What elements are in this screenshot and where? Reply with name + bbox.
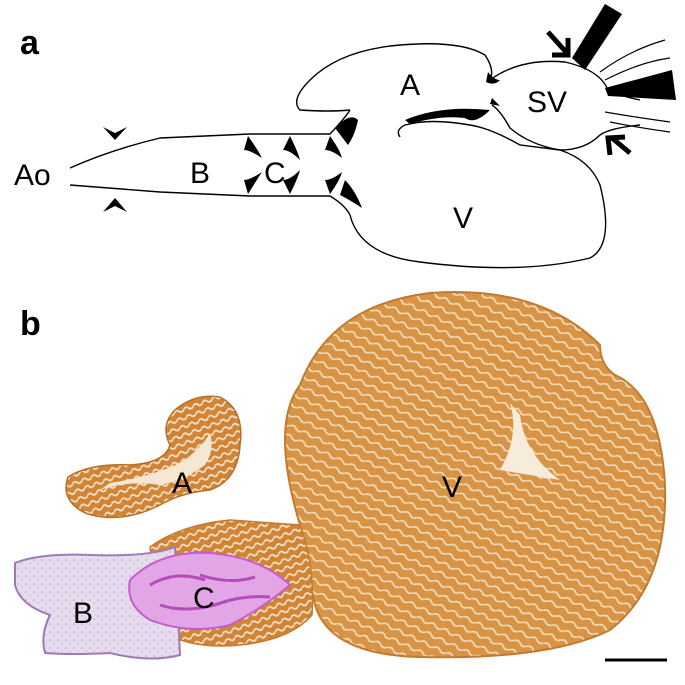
conus-valve-row-2 <box>244 170 342 194</box>
vein-wedge-top <box>572 4 622 70</box>
av-valve <box>335 117 362 208</box>
atrium-lumen <box>100 433 212 490</box>
label-v: V <box>453 202 473 235</box>
bulbus-outline <box>69 109 351 216</box>
panel-b-letter: b <box>20 305 41 343</box>
histology-section: b A V B C <box>14 291 667 662</box>
label-sv: SV <box>527 86 567 119</box>
sinoatrial-valve <box>405 72 500 124</box>
ventricle-lumen <box>500 403 560 480</box>
arrow-top-left <box>546 30 571 58</box>
vein-lines <box>599 39 671 133</box>
conus-valve-row-1 <box>244 136 342 160</box>
vein-wedge-right <box>605 70 676 100</box>
panel-a-schematic: a Ao B C A SV V <box>0 0 685 285</box>
ventricle-tissue <box>284 291 667 659</box>
atrium-outline <box>296 43 493 112</box>
atrium-tissue <box>65 395 242 519</box>
label-v: V <box>442 471 462 504</box>
conus-valve-tissue <box>128 551 292 630</box>
arrow-bottom-right <box>605 134 632 156</box>
panel-b-histology: b A V B C <box>0 285 685 685</box>
label-b: B <box>73 597 93 630</box>
arrowhead-top <box>103 127 127 140</box>
label-c: C <box>193 582 215 615</box>
label-b: B <box>190 157 210 190</box>
ventricle-outline <box>349 120 607 269</box>
arrowhead-bottom <box>103 198 127 212</box>
label-a: A <box>172 467 192 500</box>
heart-schematic: a Ao B C A SV V <box>14 4 676 269</box>
conus-valve-folds <box>149 573 271 611</box>
panel-a-letter: a <box>20 24 40 62</box>
label-a: A <box>400 69 420 102</box>
label-c: C <box>264 157 286 190</box>
label-ao: Ao <box>14 159 51 192</box>
